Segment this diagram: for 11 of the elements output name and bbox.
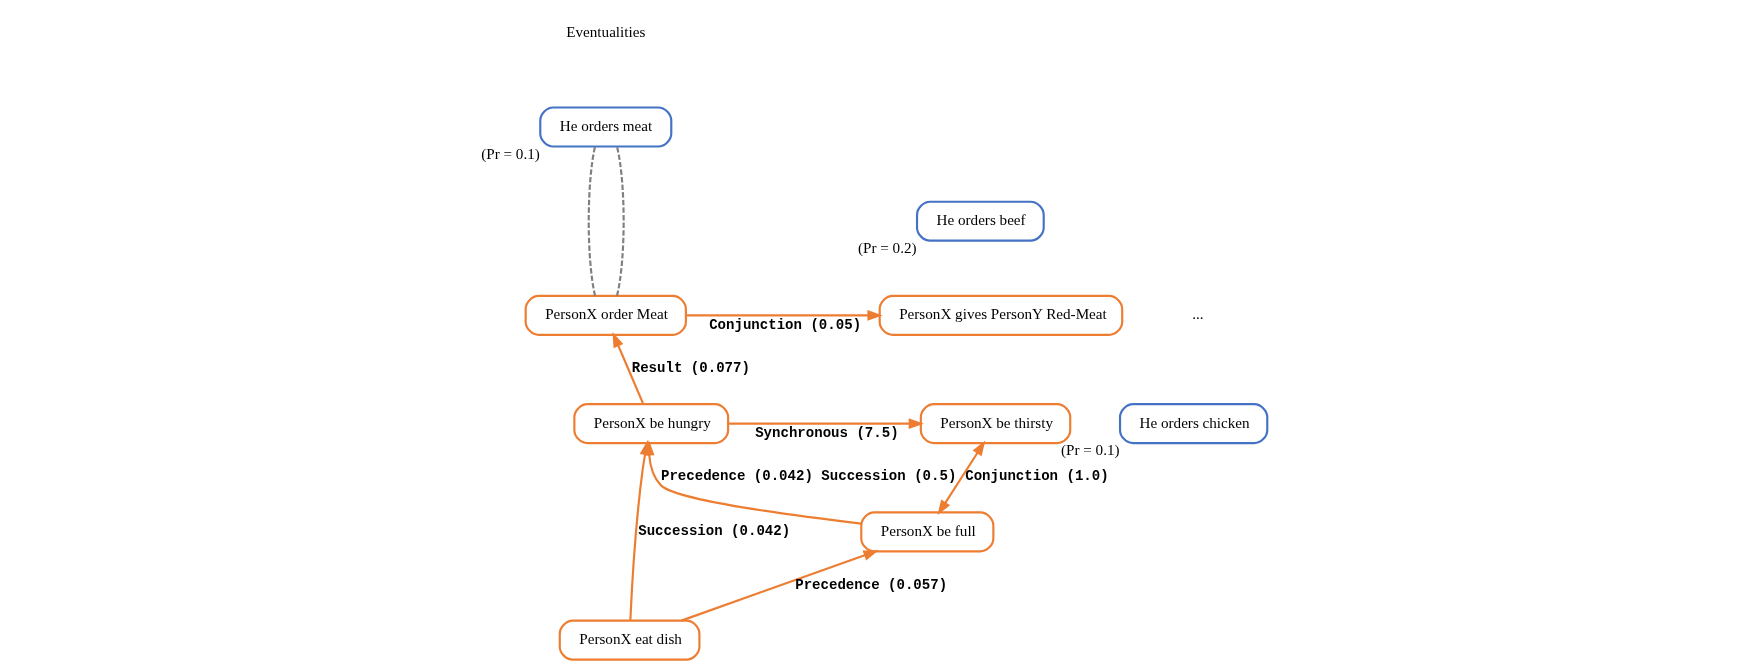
node-label: (Pr = 0.1): [480, 144, 540, 162]
label: Eventualities: [565, 22, 645, 40]
node-label: (Pr = 0.2): [857, 238, 917, 256]
label: ...: [1191, 304, 1204, 322]
edge-label: Succession (0.042): [637, 522, 790, 539]
edge-label: Synchronous (7.5): [754, 424, 899, 441]
edge-label: Precedence (0.057): [794, 576, 947, 593]
edge-label: Precedence (0.042) Succession (0.5): [660, 467, 956, 484]
edge-label: Conjunction (0.05): [708, 316, 861, 333]
edge-label: Conjunction (1.0): [964, 467, 1109, 484]
edge-label: Result (0.077): [631, 359, 750, 376]
